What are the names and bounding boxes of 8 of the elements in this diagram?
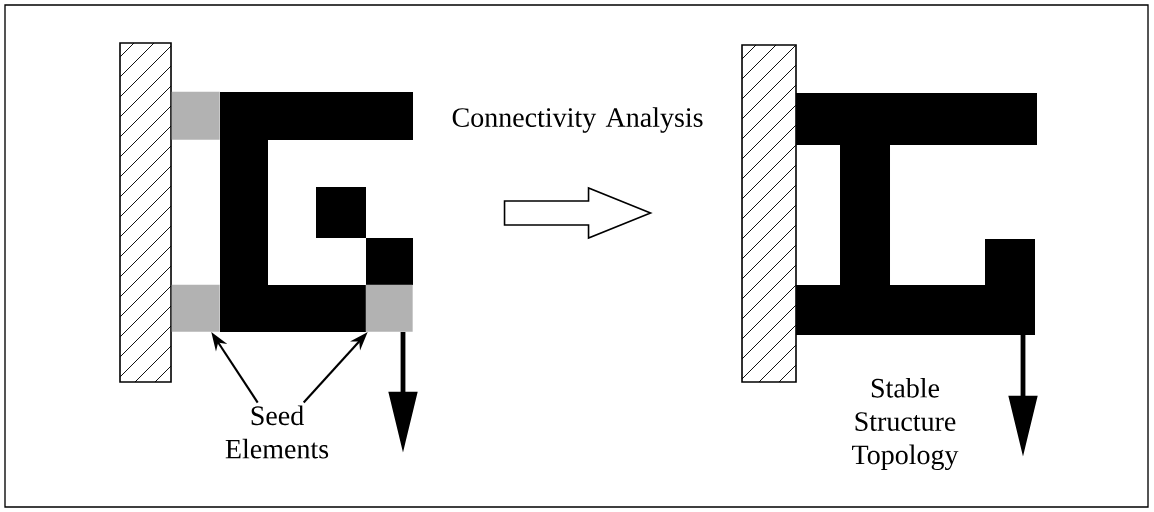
seed-element — [365, 284, 413, 332]
seed-element — [171, 91, 220, 140]
seed-element — [171, 284, 220, 332]
edge-label: Connectivity Analysis — [452, 107, 703, 133]
structure-drawing — [119, 42, 413, 383]
block-arrow — [503, 186, 653, 240]
caption-text: Stable Structure Topology — [852, 377, 959, 471]
seed-label: Seed Elements — [225, 405, 329, 459]
